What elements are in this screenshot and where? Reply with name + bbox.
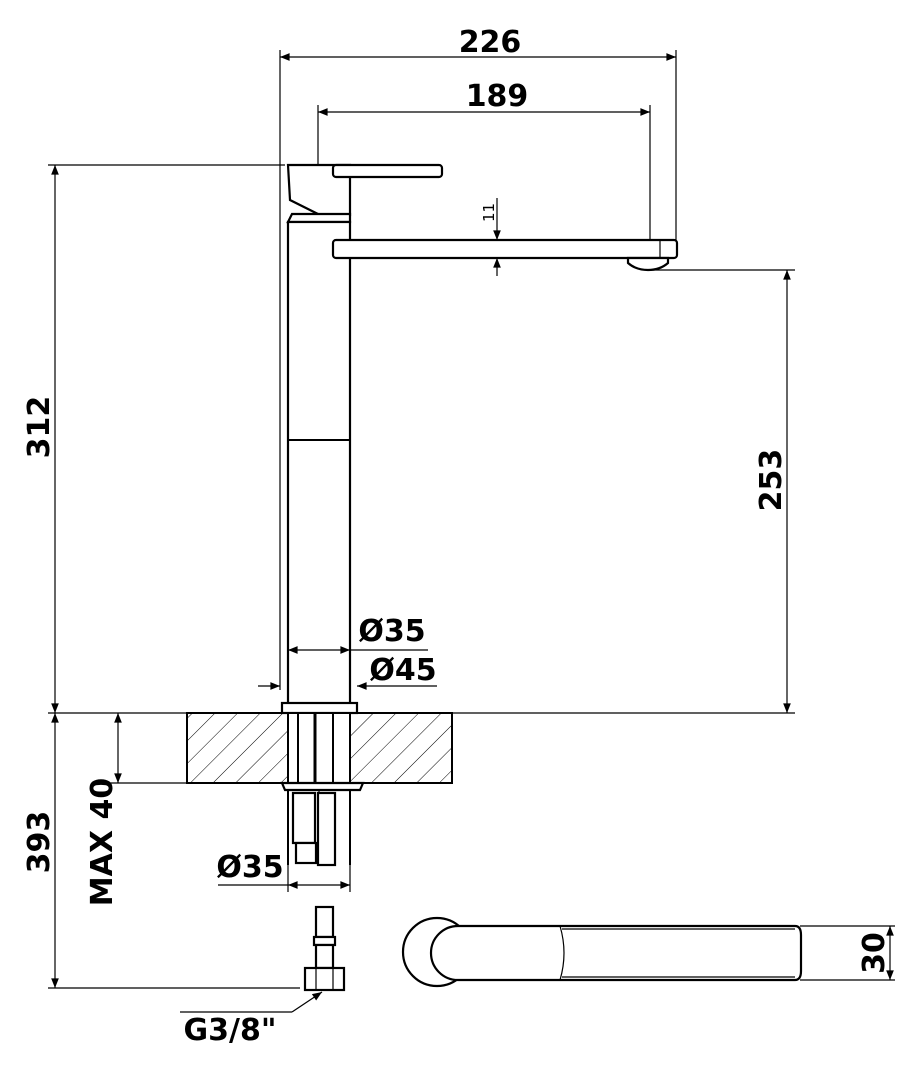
top-flange	[280, 701, 359, 715]
extension-lines	[48, 50, 895, 989]
dim-spout-reach: 189	[466, 79, 529, 114]
shank	[316, 791, 337, 867]
dim-spout-thickness: 11	[480, 203, 498, 222]
dimension-lines	[51, 53, 894, 1013]
dim-below-counter-length: 393	[22, 811, 57, 874]
hex-nut	[303, 966, 346, 992]
connection-thread-label: G3/8"	[184, 1013, 277, 1048]
dim-flange-diameter: Ø45	[369, 653, 436, 688]
hose-connector	[303, 905, 346, 992]
dim-spout-width: 30	[857, 932, 892, 974]
body	[286, 220, 352, 707]
lever	[331, 163, 444, 179]
dim-overall-reach: 226	[459, 25, 522, 60]
hose-nut	[294, 841, 318, 865]
faucet-top-view	[401, 916, 803, 988]
spout	[331, 238, 679, 260]
dim-max-counter-thickness: MAX 40	[85, 778, 120, 906]
dim-shank-diameter: Ø35	[216, 850, 283, 885]
dim-spout-height: 253	[754, 449, 789, 512]
dim-body-diameter: Ø35	[358, 614, 425, 649]
aerator	[626, 256, 670, 272]
dim-overall-height: 312	[22, 396, 57, 459]
bottom-flange	[280, 781, 365, 792]
countertop-section	[186, 712, 453, 867]
